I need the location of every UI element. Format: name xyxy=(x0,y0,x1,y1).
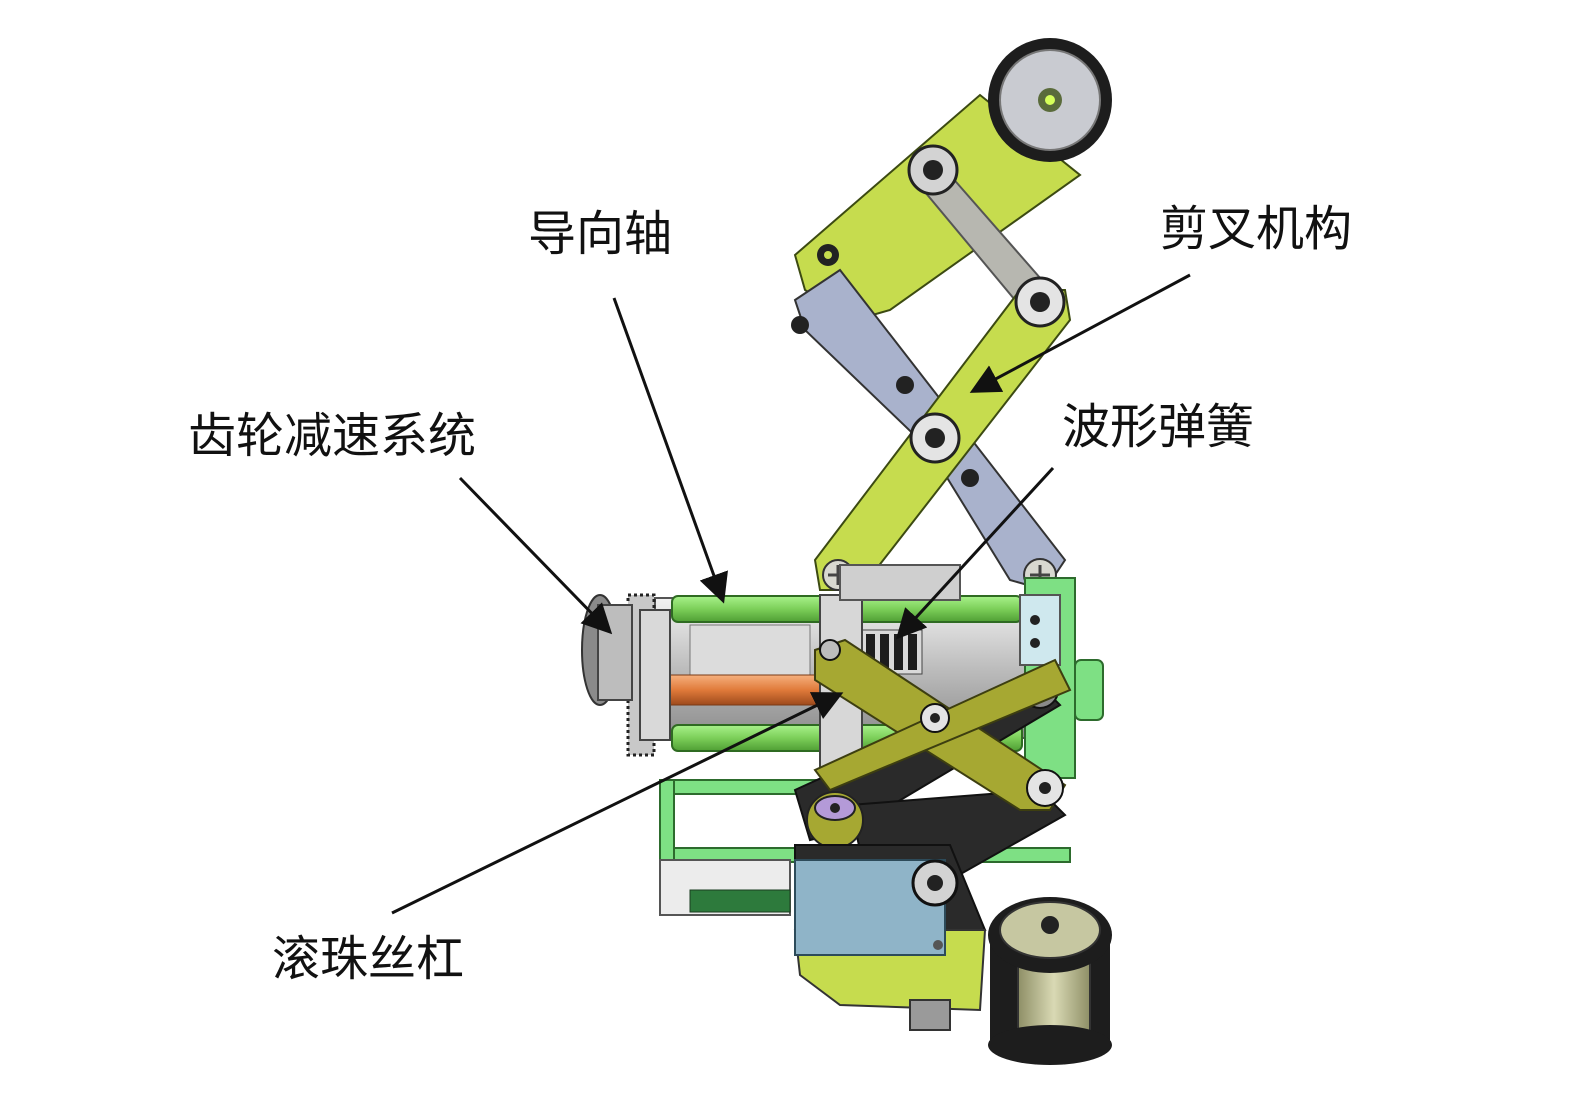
guide-shaft-label: 导向轴 xyxy=(528,206,673,262)
lower-scissor-pins xyxy=(806,639,1064,849)
ball-screw-leader xyxy=(391,692,844,915)
wave-spring-leader xyxy=(895,466,1055,640)
ball-screw-label: 滚珠丝杠 xyxy=(272,931,465,987)
gear-reduction-leader xyxy=(458,476,613,635)
scissor-leader xyxy=(969,273,1191,393)
top-wheel xyxy=(988,38,1112,162)
wave-spring-label: 波形弹簧 xyxy=(1062,399,1255,455)
bottom-wheel xyxy=(988,897,1112,1065)
upper-arm-pins xyxy=(817,144,959,266)
gear-reduction-label: 齿轮减速系统 xyxy=(188,408,477,464)
scissor-mechanism-label: 剪叉机构 xyxy=(1160,201,1353,257)
copper-shaft xyxy=(659,674,821,706)
base-block xyxy=(793,844,987,1031)
guide-shaft-leader xyxy=(612,297,728,604)
leader-lines xyxy=(391,273,1191,915)
